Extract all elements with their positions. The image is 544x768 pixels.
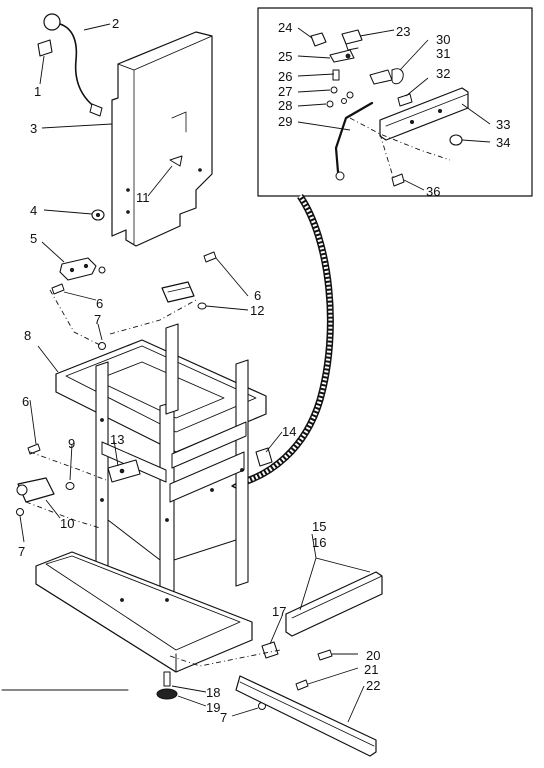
detail-inset <box>257 7 533 197</box>
label-part-6-right: 6 <box>254 288 261 303</box>
part-34-knob <box>449 134 463 146</box>
label-part-23: 23 <box>396 24 410 39</box>
label-part-21: 21 <box>364 662 378 677</box>
label-part-25: 25 <box>278 49 292 64</box>
part-7-nuts <box>16 342 266 710</box>
label-part-22: 22 <box>366 678 380 693</box>
part-2-power-cord <box>43 13 103 117</box>
part-17-bushing <box>261 641 279 659</box>
label-part-8: 8 <box>24 328 31 343</box>
part-23-switch <box>341 29 363 51</box>
part-14-cable-clip <box>255 447 273 467</box>
part-32-bushing <box>397 93 413 107</box>
label-part-26: 26 <box>278 69 292 84</box>
part-1-cord-clip <box>37 39 53 57</box>
label-part-7-bottom: 7 <box>220 710 227 725</box>
label-part-3: 3 <box>30 121 37 136</box>
label-part-15: 15 <box>312 519 326 534</box>
part-22-rail <box>235 675 377 757</box>
label-part-10: 10 <box>60 516 74 531</box>
label-part-7-upper: 7 <box>94 312 101 327</box>
part-12-switch <box>161 281 207 310</box>
part-29-actuator-rod <box>334 101 374 181</box>
label-part-2: 2 <box>112 16 119 31</box>
part-24-pin <box>310 32 327 47</box>
label-part-9: 9 <box>68 436 75 451</box>
part-5-bracket <box>59 257 106 281</box>
part-33-rail <box>379 87 469 141</box>
label-part-17: 17 <box>272 604 286 619</box>
label-part-34: 34 <box>496 135 510 150</box>
label-part-28: 28 <box>278 98 292 113</box>
label-part-18: 18 <box>206 685 220 700</box>
label-part-24: 24 <box>278 20 292 35</box>
label-part-5: 5 <box>30 231 37 246</box>
part-8-main-frame <box>35 323 267 673</box>
part-10-switch <box>16 477 55 503</box>
label-part-13: 13 <box>110 432 124 447</box>
label-part-6-upper: 6 <box>96 296 103 311</box>
part-27-28-nuts <box>326 86 354 108</box>
label-part-11: 11 <box>136 190 150 205</box>
label-part-1: 1 <box>34 84 41 99</box>
part-25-bracket <box>329 49 355 63</box>
part-18-19-leveling-foot <box>156 671 178 700</box>
label-part-20: 20 <box>366 648 380 663</box>
label-part-30: 30 <box>436 32 450 47</box>
label-part-31: 31 <box>436 46 450 61</box>
label-part-12: 12 <box>250 303 264 318</box>
part-6-screws <box>27 251 217 455</box>
part-labels: 1 2 3 4 5 6 6 6 7 7 7 8 9 10 11 12 13 14… <box>18 16 510 725</box>
label-part-36: 36 <box>426 184 440 199</box>
label-part-7-left: 7 <box>18 544 25 559</box>
part-4-grommet <box>91 209 105 221</box>
label-part-29: 29 <box>278 114 292 129</box>
part-36-clip <box>391 173 405 187</box>
part-15-16-channel <box>285 571 383 637</box>
label-part-16: 16 <box>312 535 326 550</box>
label-part-4: 4 <box>30 203 37 218</box>
label-part-32: 32 <box>436 66 450 81</box>
part-26-spacer <box>332 69 340 81</box>
part-3-back-panel <box>111 31 213 247</box>
part-9-screw <box>65 482 75 490</box>
label-part-33: 33 <box>496 117 510 132</box>
part-13-bracket <box>107 459 141 483</box>
label-part-19: 19 <box>206 700 220 715</box>
label-part-14: 14 <box>282 424 296 439</box>
label-part-27: 27 <box>278 84 292 99</box>
part-20-21-screws <box>295 649 333 691</box>
part-11-tab <box>169 155 183 167</box>
label-part-6-left: 6 <box>22 394 29 409</box>
leader-lines <box>19 23 491 723</box>
part-30-31-cam <box>369 68 404 85</box>
